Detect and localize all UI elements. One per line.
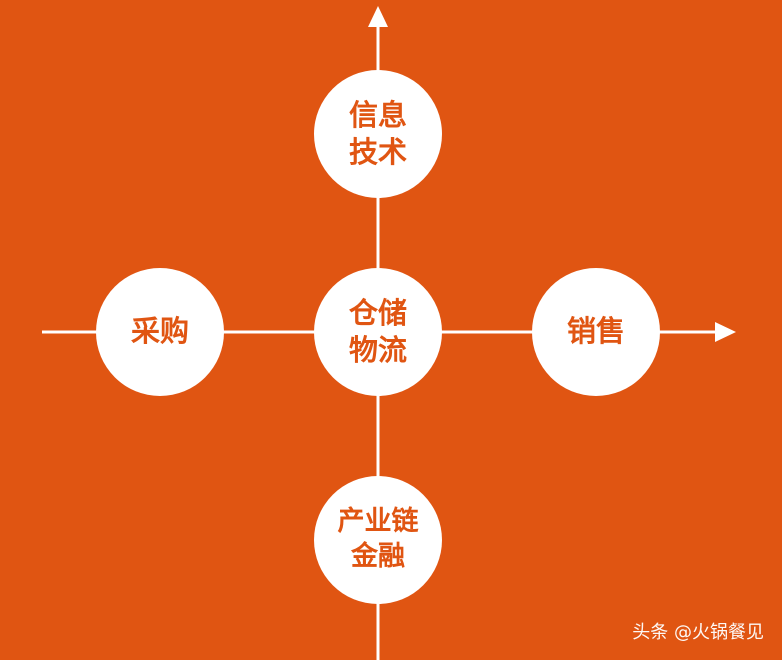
watermark: 头条 @火锅餐见 [632, 622, 764, 643]
node-sales: 销售 [532, 268, 660, 396]
node-purchase: 采购 [96, 268, 224, 396]
node-info-tech-line2: 技术 [348, 135, 407, 169]
node-warehouse-line2: 物流 [348, 333, 407, 367]
node-purchase-label: 采购 [130, 314, 189, 349]
node-warehouse-line1: 仓储 [348, 295, 407, 330]
node-supply-chain-finance: 产业链 金融 [314, 476, 442, 604]
right-arrow-head [715, 322, 736, 342]
node-finance-line2: 金融 [351, 541, 405, 572]
node-warehouse-logistics: 仓储 物流 [314, 268, 442, 396]
node-sales-label: 销售 [566, 314, 625, 349]
up-arrow-head [368, 6, 388, 27]
node-info-tech-line1: 信息 [348, 97, 407, 132]
node-finance-line1: 产业链 [337, 506, 419, 538]
node-info-tech: 信息 技术 [314, 70, 442, 198]
